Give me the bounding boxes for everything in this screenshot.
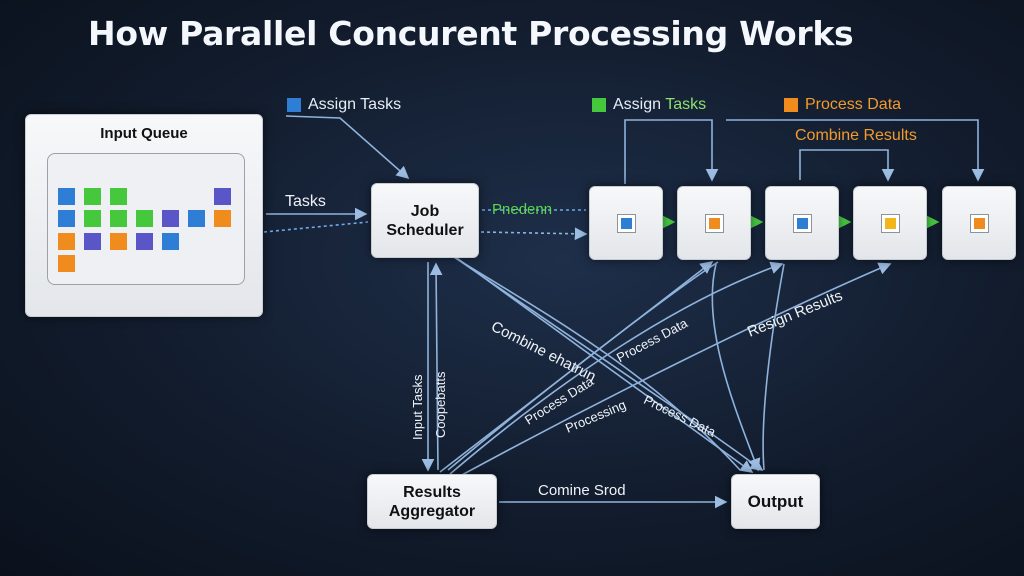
edge-label-pnedenn: Pnedenn [492, 201, 553, 218]
legend-assign-tasks-green: Assign Tasks [592, 96, 706, 114]
job-scheduler-box: Job Scheduler [371, 183, 479, 258]
legend-process-data: Process Data [784, 96, 901, 114]
results-aggregator-box: Results Aggregator [367, 474, 497, 529]
worker-node-5 [942, 186, 1016, 260]
worker-core-icon [969, 213, 989, 233]
queue-task-tile [136, 233, 153, 250]
queue-task-tile [188, 210, 205, 227]
worker-node-2 [677, 186, 751, 260]
legend-label: Assign Tasks [613, 96, 707, 113]
input-queue-grid [47, 153, 245, 285]
orange-swatch-icon [784, 98, 798, 112]
legend-assign-tasks-blue: Assign Tasks [287, 96, 401, 114]
worker-core-icon [616, 213, 636, 233]
legend-label: Process Data [805, 96, 902, 113]
queue-task-tile [58, 188, 75, 205]
job-scheduler-label-line2: Scheduler [386, 221, 464, 239]
results-aggregator-label-line2: Aggregator [388, 502, 476, 520]
queue-task-tile [162, 210, 179, 227]
edge-label-input-tasks: Input Tasks [410, 374, 425, 440]
edge-label-comine-srod: Comine Srod [538, 482, 626, 499]
queue-task-tile [110, 188, 127, 205]
output-box: Output [731, 474, 820, 529]
worker-node-3 [765, 186, 839, 260]
queue-task-tile [58, 233, 75, 250]
queue-task-tile [162, 233, 179, 250]
queue-task-tile [84, 233, 101, 250]
input-queue-label: Input Queue [100, 125, 188, 142]
page-title: How Parallel Concurent Processing Works [88, 14, 854, 53]
worker-core-icon [880, 213, 900, 233]
results-aggregator-label-line1: Results [403, 483, 461, 501]
queue-task-tile [58, 210, 75, 227]
edge-label-coopebatts: Coopebatts [433, 371, 448, 439]
worker-core-icon [792, 213, 812, 233]
output-label: Output [747, 492, 804, 511]
job-scheduler-label-line1: Job [410, 202, 440, 220]
queue-task-tile [110, 210, 127, 227]
blue-swatch-icon [287, 98, 301, 112]
legend-combine-results: Combine Results [795, 127, 917, 144]
queue-task-tile [84, 210, 101, 227]
queue-task-tile [214, 188, 231, 205]
worker-node-4 [853, 186, 927, 260]
queue-task-tile [110, 233, 127, 250]
queue-task-tile [136, 210, 153, 227]
queue-task-tile [84, 188, 101, 205]
queue-task-tile [214, 210, 231, 227]
edge-label-tasks: Tasks [285, 193, 326, 210]
input-queue-box: Input Queue [25, 114, 263, 317]
worker-node-1 [589, 186, 663, 260]
legend-label: Assign Tasks [308, 96, 402, 113]
green-swatch-icon [592, 98, 606, 112]
worker-core-icon [704, 213, 724, 233]
queue-task-tile [58, 255, 75, 272]
